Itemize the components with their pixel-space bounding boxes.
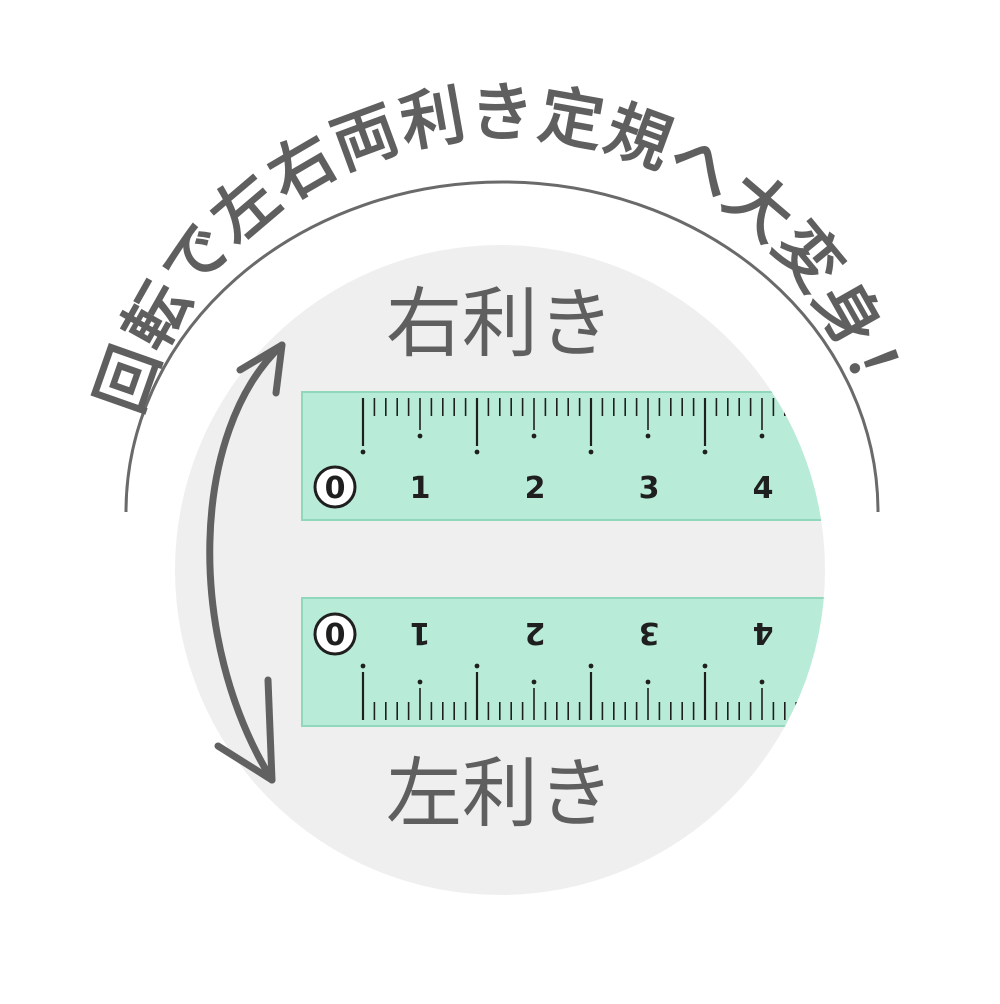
- ruler-bottom-tick-dot: [531, 679, 537, 685]
- left-handed-label: 左利き: [386, 749, 614, 838]
- ruler-bottom-number-2: 2: [525, 615, 546, 650]
- ruler-bottom-body: [302, 598, 825, 726]
- ruler-top-tick-dot: [531, 433, 537, 439]
- ruler-bottom-tick-dot: [645, 679, 651, 685]
- ruler-top-tick-dot: [816, 449, 822, 455]
- ruler-bottom-tick-dot: [816, 663, 822, 669]
- ruler-bottom-number-4: 4: [753, 615, 774, 650]
- ruler-top-tick-dot: [474, 449, 480, 455]
- ruler-group: 0 1 2 3 4 0 1 2 3 4: [301, 391, 825, 727]
- ruler-top-number-4: 4: [753, 471, 774, 506]
- ruler-bottom-tick-dot: [588, 663, 594, 669]
- rotate-arrow-curve: [206, 341, 286, 784]
- ruler-bottom-edge: [301, 597, 825, 727]
- ruler-bottom-zero: 0: [325, 615, 346, 650]
- ruler-top-number-3: 3: [639, 471, 660, 506]
- ruler-top-tick-dot: [645, 433, 651, 439]
- ruler-top-zero: 0: [325, 471, 346, 506]
- ruler-top-edge: [301, 391, 825, 521]
- ruler-bottom-tick-dot: [702, 663, 708, 669]
- ruler-bottom-tick-dot: [360, 663, 366, 669]
- rotate-arrow-head-top: [236, 341, 286, 397]
- ruler-bottom-zero-badge: [313, 612, 357, 656]
- ruler-top-tick-dot: [759, 433, 765, 439]
- ruler-top-tick-dot: [702, 449, 708, 455]
- ruler-top-tick-dot: [588, 449, 594, 455]
- headline-arc-line: [124, 180, 880, 513]
- ruler-top-zero-badge: [313, 465, 357, 509]
- ruler-bottom-tick-dot: [759, 679, 765, 685]
- ruler-bottom-number-3: 3: [639, 615, 660, 650]
- ruler-top-numbers: 0 1 2 3 4: [313, 465, 774, 509]
- ruler-bottom-tick-dot: [417, 679, 423, 685]
- right-handed-label: 右利き: [386, 279, 614, 368]
- ruler-top-number-1: 1: [410, 471, 431, 506]
- ruler-bottom-numbers: 0 1 2 3 4: [313, 612, 774, 656]
- ruler-top-body: [302, 392, 825, 520]
- ruler-top-number-2: 2: [525, 471, 546, 506]
- double-headed-curved-arrow-icon: [206, 341, 286, 784]
- ruler-top-tick-dot: [360, 449, 366, 455]
- ruler-bottom-number-1: 1: [410, 615, 431, 650]
- ruler-top-tick-dot: [417, 433, 423, 439]
- rotate-arrow-head-bottom: [214, 676, 276, 784]
- ruler-bottom-tick-dot: [474, 663, 480, 669]
